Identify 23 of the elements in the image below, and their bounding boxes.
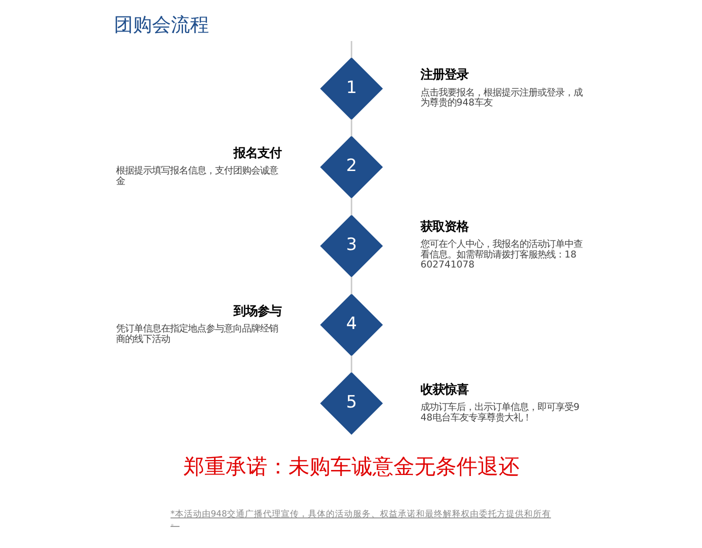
node-label: 收获惊喜 — [420, 382, 468, 396]
node-label: 报名支付 — [232, 146, 281, 160]
connector — [350, 356, 352, 373]
node-label: 注册登录 — [420, 68, 468, 82]
node-diamond: 3 — [320, 214, 382, 278]
connector — [350, 198, 352, 216]
node-diamond: 1 — [320, 57, 382, 120]
node-label: 成功订车后，出示订单信息，即可享受948电台车友专享尊贵大礼！ — [420, 402, 580, 424]
node-label: 您可在个人中心，我报名的活动订单中查看信息。如需帮助请拨打客服热线：18602741078 — [420, 238, 582, 271]
node-label: 根据提示填写报名信息，支付团购会诚意金 — [116, 166, 278, 188]
diagram-title: 团购会流程 — [114, 14, 209, 36]
connector — [350, 119, 352, 136]
node-label: 点击我要报名，根据提示注册或登录，成为尊贵的948车友 — [420, 87, 582, 109]
node-diamond: 2 — [320, 136, 382, 198]
label: 郑重承诺：未购车诚意金无条件退还 — [183, 454, 519, 478]
node-diamond: 5 — [320, 372, 382, 435]
connector — [350, 41, 352, 58]
connector — [350, 276, 352, 294]
label: *本活动由948交通广播代理宣传，具体的活动服务、权益承诺和最终解释权由委托方提供和所有。 — [170, 509, 550, 528]
node-label: 到场参与 — [232, 304, 281, 318]
node-diamond: 4 — [320, 294, 382, 356]
node-label: 凭订单信息在指定地点参与意向品牌经销商的线下活动 — [116, 324, 278, 345]
node-label: 获取资格 — [420, 219, 468, 234]
